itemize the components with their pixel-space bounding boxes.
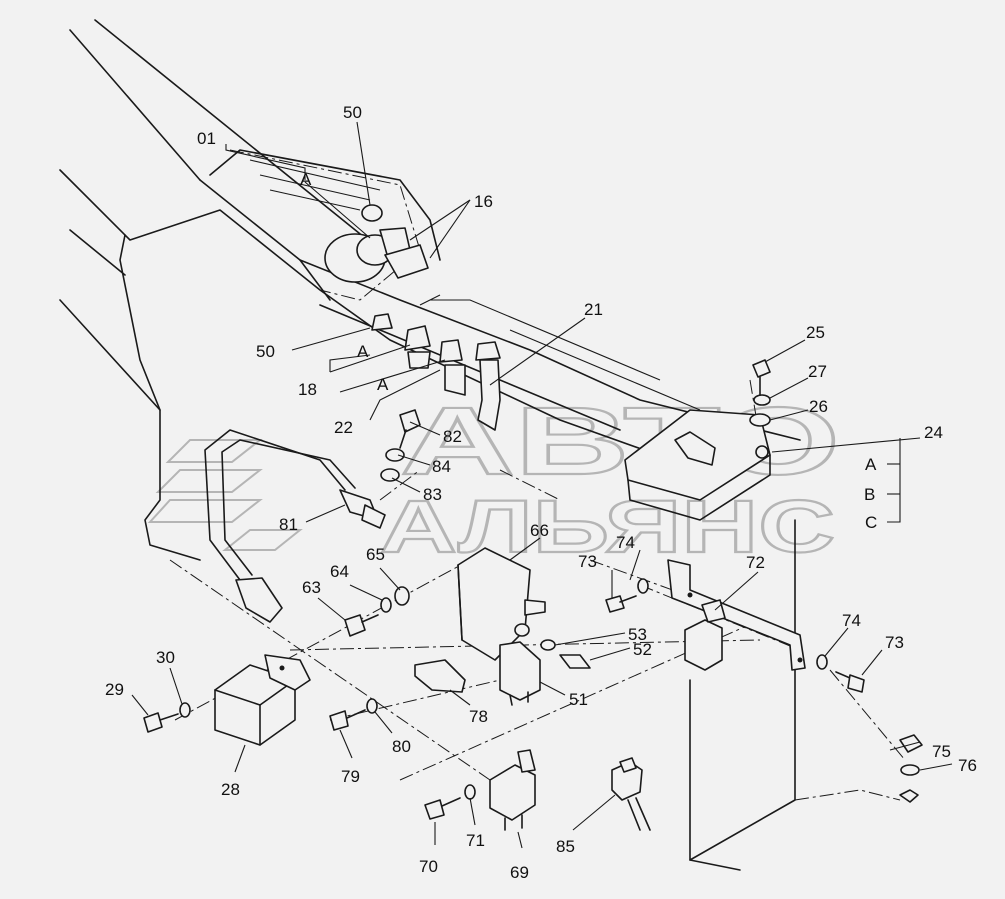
switch-panel [624,359,771,521]
callout-73-left: 73 [578,552,597,571]
watermark-logo [147,439,303,551]
connector-85 [611,757,651,831]
callout-79: 79 [341,767,360,786]
callout-29: 29 [105,680,124,699]
callout-22: 22 [334,418,353,437]
callout-16: 16 [474,192,493,211]
keyswitch [324,204,429,283]
callout-83: 83 [423,485,442,504]
housing-28 [214,654,311,746]
callout-labels: 01 50 A 16 50 A 18 A 22 21 82 84 83 81 2… [105,103,977,882]
callout-75: 75 [932,742,951,761]
callout-27: 27 [808,362,827,381]
callout-73-right: 73 [885,633,904,652]
callout-82: 82 [443,427,462,446]
callout-85: 85 [556,837,575,856]
callout-C-24: C [865,513,877,532]
callout-01: 01 [197,129,216,148]
relay-69 [489,749,536,831]
callout-70: 70 [419,857,438,876]
callout-63: 63 [302,578,321,597]
callout-74-right: 74 [842,611,861,630]
callout-18: 18 [298,380,317,399]
cab-body [59,19,901,871]
bracket-72 [667,559,806,671]
callout-71: 71 [466,831,485,850]
callout-21: 21 [584,300,603,319]
callout-74-left: 74 [616,533,635,552]
callout-25: 25 [806,323,825,342]
watermark-line-2: АЛЬЯНС [380,485,835,568]
callout-24: 24 [924,423,943,442]
callout-66: 66 [530,521,549,540]
callout-65: 65 [366,545,385,564]
sensor-group [204,409,421,623]
callout-A-22: A [377,375,389,394]
callout-64: 64 [330,562,349,581]
relay-unit [457,547,591,706]
callout-A-keyswitch: A [300,170,312,189]
callout-51: 51 [569,690,588,709]
callout-80: 80 [392,737,411,756]
callout-50-top: 50 [343,103,362,122]
callout-30: 30 [156,648,175,667]
callout-84: 84 [432,457,451,476]
callout-81: 81 [279,515,298,534]
callout-50-lower: 50 [256,342,275,361]
callout-28: 28 [221,780,240,799]
callout-52: 52 [633,640,652,659]
fasteners [143,578,923,820]
callout-69: 69 [510,863,529,882]
callout-26: 26 [809,397,828,416]
clip-78 [414,659,466,693]
callout-B-24: B [864,485,875,504]
leader-lines [131,121,953,849]
callout-76: 76 [958,756,977,775]
callout-A-knob: A [357,342,369,361]
callout-78: 78 [469,707,488,726]
callout-53: 53 [628,625,647,644]
knob-group [371,313,501,431]
callout-A-24: A [865,455,877,474]
callout-72: 72 [746,553,765,572]
